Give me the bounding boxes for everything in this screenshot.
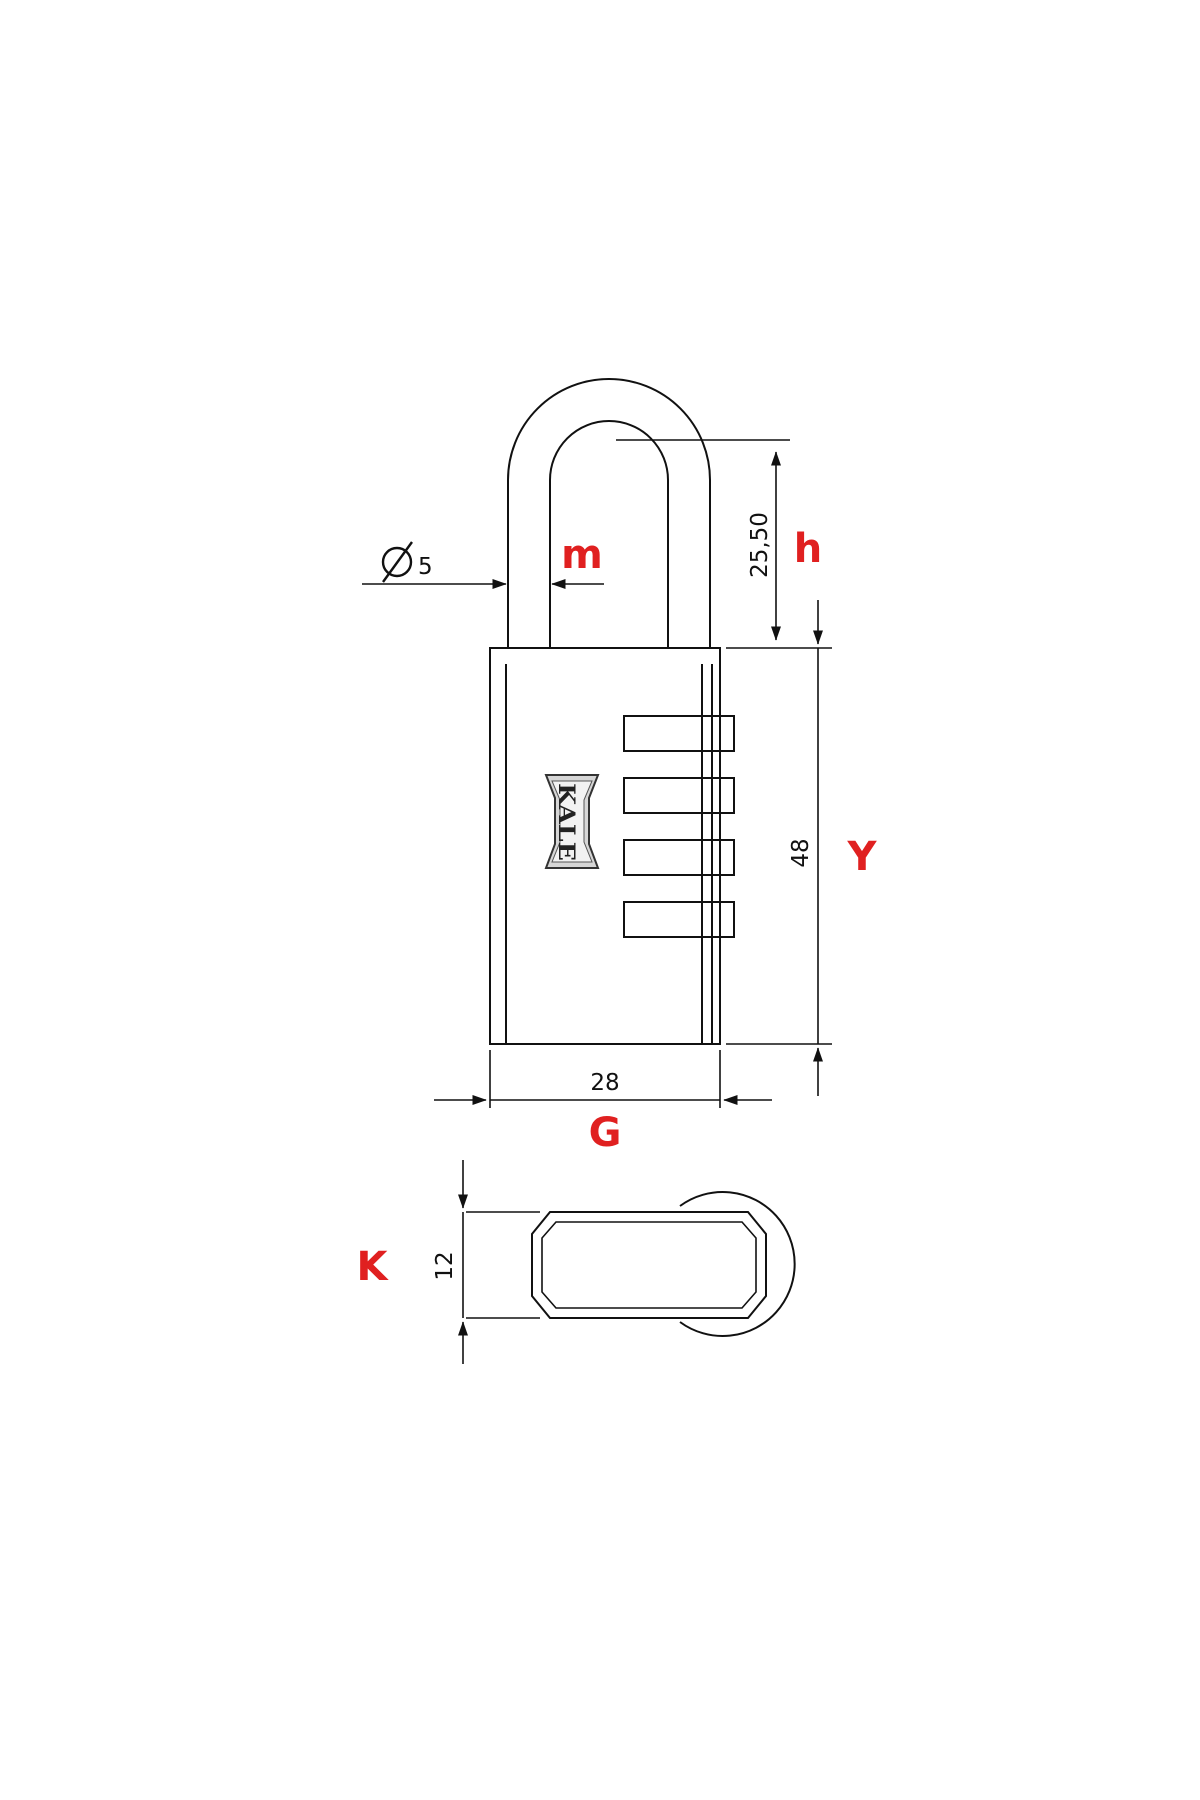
combination-dials [623,715,735,938]
label-K: K [357,1244,390,1290]
shackle-clearance-dimension: 25,50 [616,439,832,649]
lock-body [489,647,721,1045]
diameter-value: 5 [418,554,433,580]
body-width-value: 28 [590,1070,619,1096]
shackle [507,378,711,648]
lock-bottom-view [531,1191,796,1337]
diameter-dimension: 5 [362,541,604,590]
clearance-value: 25,50 [747,512,773,578]
body-thickness-value: 12 [432,1251,458,1280]
body-height-dimension: 48 [726,600,832,1096]
label-m: m [561,532,603,578]
label-G: G [589,1110,622,1156]
kale-logo-icon: KALE [544,774,600,869]
diameter-symbol-icon [381,541,413,583]
dial-2 [623,777,735,814]
logo-text: KALE [553,783,579,861]
dial-1 [623,715,735,752]
label-h: h [794,526,822,572]
dial-4 [623,901,735,938]
body-height-value: 48 [788,838,814,867]
label-Y: Y [847,834,878,880]
dial-3 [623,839,735,876]
body-thickness-dimension: 12 [432,1160,540,1364]
body-width-dimension: 28 [434,1050,772,1108]
